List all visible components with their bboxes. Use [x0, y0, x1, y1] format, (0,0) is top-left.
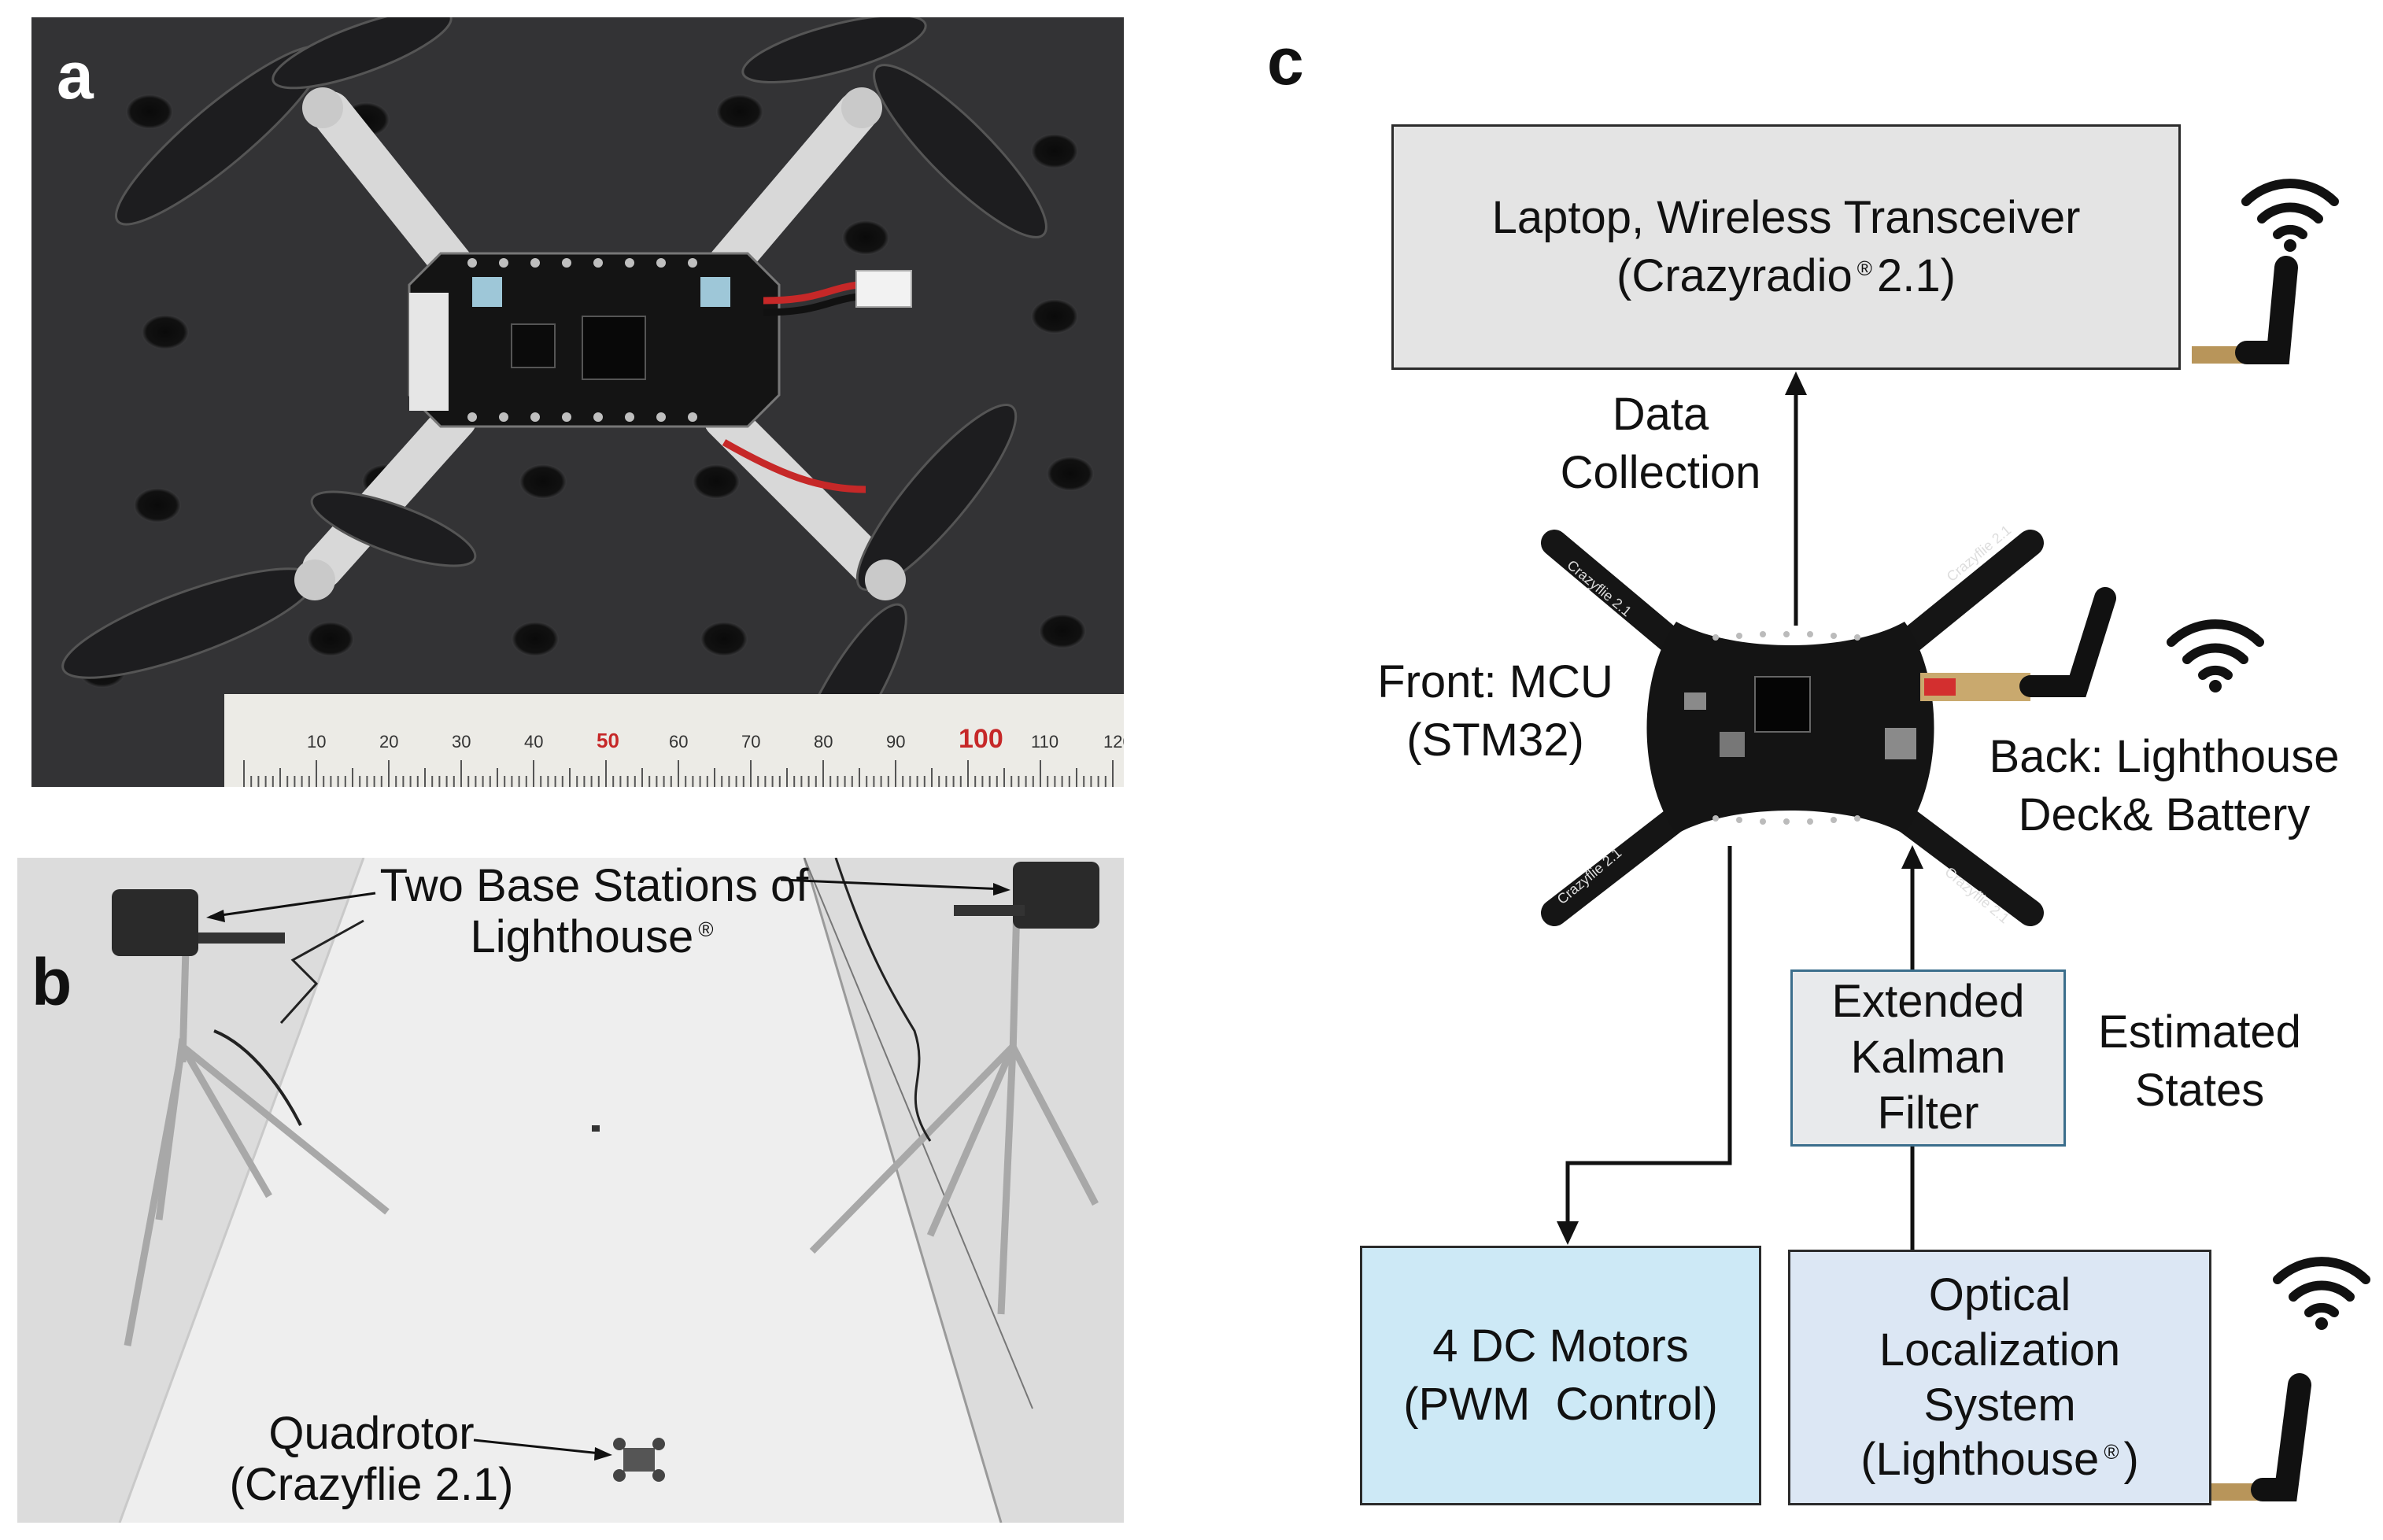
motors-line1: 4 DC Motors — [1432, 1320, 1689, 1372]
estimated-states-label: Estimated States — [2078, 1003, 2322, 1120]
ekf-line2: Kalman — [1850, 1032, 2006, 1084]
back-label-line2: Deck& Battery — [2018, 789, 2311, 841]
panel-c-letter: c — [1267, 24, 1304, 98]
arrow-to-laptop — [1785, 371, 1807, 395]
optical-line4: (Lighthouse®) — [1860, 1432, 2139, 1487]
ruler-label: 80 — [814, 732, 833, 752]
lighthouse-word: (Lighthouse — [1860, 1434, 2100, 1486]
laptop-box-line2: (Crazyradio®2.1) — [1492, 247, 2081, 305]
data-collection-label: Data Collection — [1542, 386, 1779, 502]
quadrotor-label-line1: Quadrotor — [268, 1408, 475, 1459]
ruler-label: 60 — [669, 732, 688, 752]
ekf-box: Extended Kalman Filter — [1790, 969, 2066, 1147]
optical-line1: Optical — [1928, 1269, 2071, 1321]
right-base-station — [1013, 862, 1099, 929]
ruler: 10 20 30 40 50 60 70 80 90 100 110 120 — [224, 694, 1124, 787]
panel-a-illustration: 10 20 30 40 50 60 70 80 90 100 110 120 — [31, 17, 1124, 787]
panel-b-photo: Two Base Stations of Lighthouse® Quadrot… — [17, 858, 1124, 1523]
optical-line2: Localization — [1879, 1324, 2121, 1376]
table-holes — [79, 94, 1094, 688]
ekf-box-text: Extended Kalman Filter — [1831, 974, 2024, 1141]
pcb-board — [408, 252, 781, 428]
panel-b-letter: b — [31, 945, 72, 1019]
propellers — [61, 17, 1047, 785]
antenna-board — [2019, 587, 2116, 697]
base-stations-label-line2: Lighthouse® — [378, 910, 811, 963]
antenna-laptop — [2192, 256, 2298, 364]
ruler-label: 50 — [597, 729, 619, 752]
ruler-label: 70 — [741, 732, 760, 752]
optical-line3: System — [1923, 1379, 2076, 1431]
left-base-station — [112, 889, 198, 956]
closing-paren: ) — [2123, 1434, 2139, 1486]
ruler-label: 110 — [1031, 732, 1058, 752]
wifi-icon — [2167, 619, 2264, 692]
ruler-label: 20 — [379, 732, 398, 752]
estimated-states-line2: States — [2134, 1065, 2265, 1117]
estimated-states-line1: Estimated — [2098, 1006, 2301, 1058]
ruler-label: 100 — [959, 724, 1003, 754]
arrow-to-motors — [1557, 1221, 1579, 1245]
optical-box-text: Optical Localization System (Lighthouse®… — [1860, 1268, 2139, 1486]
wifi-icon — [2273, 1257, 2370, 1330]
laptop-box-text: Laptop, Wireless Transceiver (Crazyradio… — [1492, 189, 2081, 305]
data-collection-line2: Collection — [1560, 447, 1761, 499]
ekf-line3: Filter — [1877, 1087, 1979, 1139]
ruler-label: 10 — [307, 732, 326, 752]
registered-mark: ® — [698, 917, 714, 941]
panel-b-arrows — [209, 878, 1006, 1456]
laptop-transceiver-box: Laptop, Wireless Transceiver (Crazyradio… — [1391, 124, 2181, 370]
ekf-line1: Extended — [1831, 976, 2025, 1028]
motors-line2: (PWM Control) — [1403, 1379, 1718, 1430]
back-lighthouse-label: Back: Lighthouse Deck& Battery — [1975, 728, 2353, 844]
right-tripod — [809, 904, 1099, 1315]
battery-connector — [855, 270, 912, 308]
base-stations-label: Two Base Stations of Lighthouse® — [378, 860, 811, 963]
registered-mark: ® — [1857, 256, 1872, 280]
quadrotor-small — [613, 1438, 665, 1482]
panel-a-photo: 10 20 30 40 50 60 70 80 90 100 110 120 a — [31, 17, 1124, 787]
quadrotor-label-line2: (Crazyflie 2.1) — [229, 1458, 514, 1510]
data-collection-line1: Data — [1612, 389, 1709, 440]
lighthouse-word: Lighthouse — [470, 910, 694, 962]
panel-a-letter: a — [57, 39, 94, 113]
back-label-line1: Back: Lighthouse — [1989, 731, 2340, 782]
front-mcu-line2: (STM32) — [1406, 715, 1584, 766]
wifi-icon — [2241, 179, 2339, 252]
crazyradio-word: (Crazyradio — [1616, 250, 1853, 301]
registered-mark: ® — [2104, 1439, 2119, 1464]
ruler-label: 90 — [886, 732, 905, 752]
dc-motors-box: 4 DC Motors (PWM Control) — [1360, 1246, 1761, 1505]
antenna-optical — [2208, 1373, 2311, 1501]
panel-b-illustration — [17, 858, 1124, 1523]
quadrotor-label: Quadrotor (Crazyflie 2.1) — [206, 1408, 537, 1511]
arrow-to-board — [1901, 845, 1923, 869]
motors-box-text: 4 DC Motors (PWM Control) — [1403, 1317, 1718, 1434]
laptop-box-line1: Laptop, Wireless Transceiver — [1491, 191, 2081, 243]
front-mcu-line1: Front: MCU — [1377, 656, 1613, 707]
ruler-label: 120 — [1103, 732, 1124, 752]
ruler-label: 30 — [452, 732, 471, 752]
ruler-label: 40 — [524, 732, 543, 752]
optical-localization-box: Optical Localization System (Lighthouse®… — [1788, 1250, 2211, 1505]
front-mcu-label: Front: MCU (STM32) — [1361, 653, 1629, 770]
crazyradio-version: 2.1) — [1876, 250, 1956, 301]
motor-hubs — [294, 87, 906, 600]
frame-arms — [302, 91, 902, 596]
base-stations-label-line1: Two Base Stations of — [379, 860, 809, 911]
